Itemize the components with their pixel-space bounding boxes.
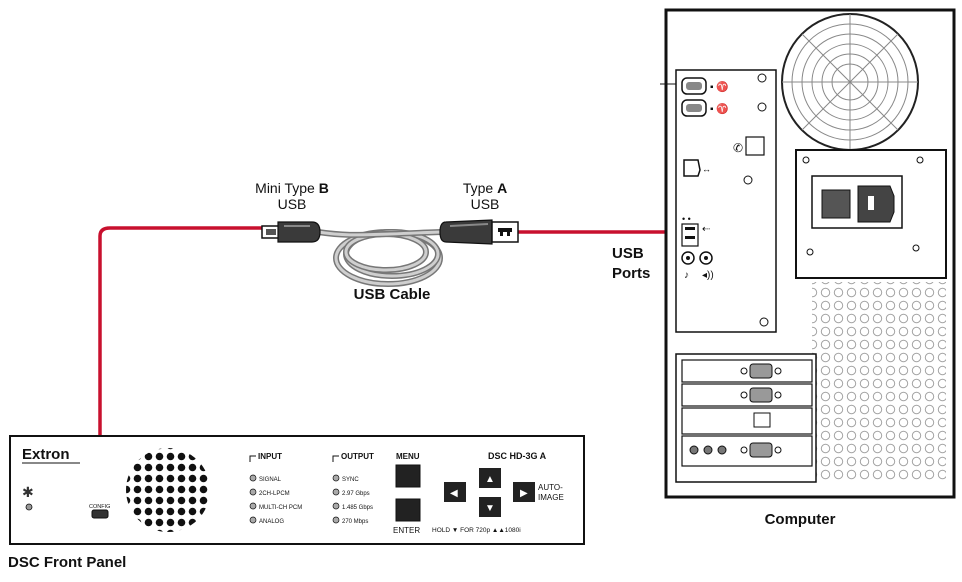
- up-arrow-button[interactable]: [479, 468, 501, 488]
- input-item-analog: ANALOG: [259, 519, 284, 525]
- type-a-connector: [439, 219, 519, 245]
- red-cable-dsc: [98, 226, 264, 500]
- down-arrow-icon: ▼: [485, 503, 495, 514]
- up-arrow-icon: ▲: [485, 474, 495, 485]
- input-item-signal: SIGNAL: [259, 477, 282, 483]
- svg-text:♪: ♪: [684, 270, 689, 281]
- dsc-front-panel-label: DSC Front Panel: [8, 554, 127, 571]
- usb-ports-label: USB Ports: [612, 245, 651, 282]
- usb-cable-label: USB Cable: [353, 286, 431, 303]
- svg-text:⇠: ⇠: [702, 224, 710, 235]
- svg-text:▪ ♈: ▪ ♈: [710, 80, 729, 93]
- menu-label: MENU: [396, 452, 420, 461]
- output-item-sync: SYNC: [342, 477, 359, 483]
- input-title: INPUT: [258, 452, 282, 461]
- speaker-grille: [126, 448, 210, 532]
- dsc-model: DSC HD-3G A: [488, 451, 547, 461]
- output-item-1-485: 1.485 Gbps: [342, 505, 373, 511]
- auto-image-label-2: IMAGE: [538, 493, 564, 502]
- type-a-usb-label: Type A USB: [462, 180, 508, 212]
- output-title: OUTPUT: [341, 452, 374, 461]
- mini-usb-connector: [261, 221, 321, 243]
- dsc-front-panel: Extron ✱ CONFIG INPUT SIGNAL 2CH-LPCM MU…: [9, 435, 585, 545]
- dsc-brand: Extron: [22, 446, 70, 463]
- enter-button[interactable]: [395, 498, 421, 522]
- auto-image-label-1: AUTO-: [538, 483, 563, 492]
- usb-cable: [317, 229, 447, 287]
- svg-text:◂)): ◂)): [702, 270, 714, 281]
- enter-label: ENTER: [393, 526, 420, 535]
- menu-button[interactable]: [395, 464, 421, 488]
- left-arrow-button[interactable]: [444, 482, 466, 502]
- input-item-2ch-lpcm: 2CH-LPCM: [259, 491, 290, 497]
- input-item-multi-ch-pcm: MULTI-CH PCM: [259, 505, 302, 511]
- down-arrow-button[interactable]: [479, 497, 501, 517]
- hold-instruction: HOLD ▼ FOR 720p ▲▲1080i: [432, 527, 521, 534]
- output-item-2-97: 2.97 Gbps: [342, 491, 370, 497]
- svg-text:▪ ♈: ▪ ♈: [710, 102, 729, 115]
- computer-tower: ▪ ♈ ▪ ♈ ✆ ↔ • • ⇠ ♪ ◂)): [660, 8, 956, 499]
- computer-label: Computer: [764, 511, 836, 528]
- right-arrow-icon: ▶: [520, 488, 528, 499]
- light-icon: ✱: [22, 484, 34, 500]
- svg-text:✆: ✆: [733, 141, 743, 155]
- mini-usb-label: Mini Type B USB: [255, 180, 329, 212]
- svg-text:↔: ↔: [702, 164, 711, 174]
- config-port: [91, 509, 109, 519]
- config-label: CONFIG: [89, 504, 110, 510]
- left-arrow-icon: ◀: [450, 488, 458, 499]
- svg-text:• •: • •: [682, 214, 691, 224]
- output-item-270: 270 Mbps: [342, 519, 368, 525]
- input-items: SIGNAL 2CH-LPCM MULTI-CH PCM ANALOG: [249, 474, 302, 525]
- output-items: SYNC 2.97 Gbps 1.485 Gbps 270 Mbps: [332, 474, 373, 525]
- auto-image-button[interactable]: [513, 482, 535, 502]
